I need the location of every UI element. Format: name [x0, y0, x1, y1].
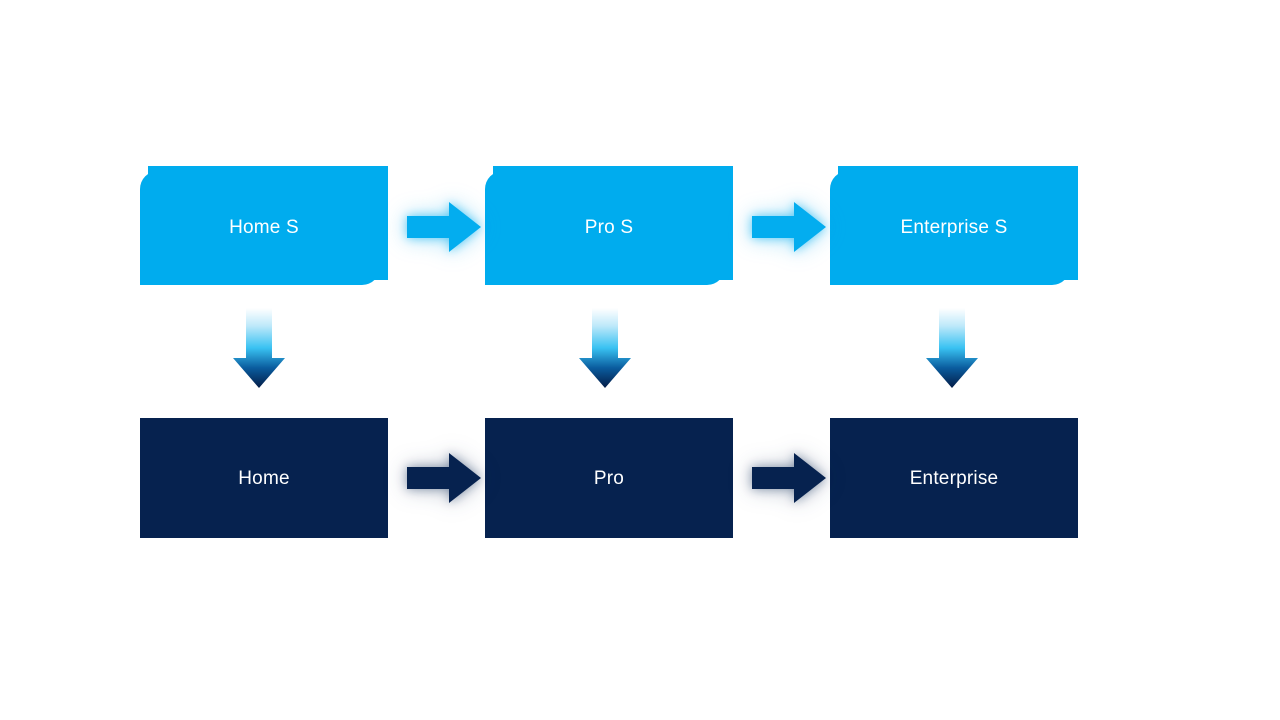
- arrow-down-icon: [232, 308, 286, 390]
- bottom-node-pro[interactable]: Pro: [485, 418, 733, 538]
- node-face: [140, 171, 380, 285]
- arrow-right-icon: [405, 449, 483, 507]
- top-node-pro-s[interactable]: Pro S: [485, 166, 733, 288]
- top-node-enterprise-s[interactable]: Enterprise S: [830, 166, 1078, 288]
- bottom-node-enterprise[interactable]: Enterprise: [830, 418, 1078, 538]
- arrow-right-icon: [750, 198, 828, 256]
- arrow-down-icon: [578, 308, 632, 390]
- top-node-label: Pro S: [584, 216, 634, 238]
- bottom-node-label: Enterprise: [909, 467, 999, 489]
- top-node-label: Enterprise S: [900, 216, 1008, 238]
- node-face: [830, 171, 1070, 285]
- top-node-label: Home S: [229, 216, 299, 238]
- bottom-node-label: Pro: [593, 467, 625, 489]
- bottom-node-home[interactable]: Home: [140, 418, 388, 538]
- arrow-right-icon: [405, 198, 483, 256]
- arrow-right-icon: [750, 449, 828, 507]
- top-node-home-s[interactable]: Home S: [140, 166, 388, 288]
- node-face: [485, 171, 725, 285]
- bottom-node-label: Home: [238, 467, 290, 489]
- arrow-down-icon: [925, 308, 979, 390]
